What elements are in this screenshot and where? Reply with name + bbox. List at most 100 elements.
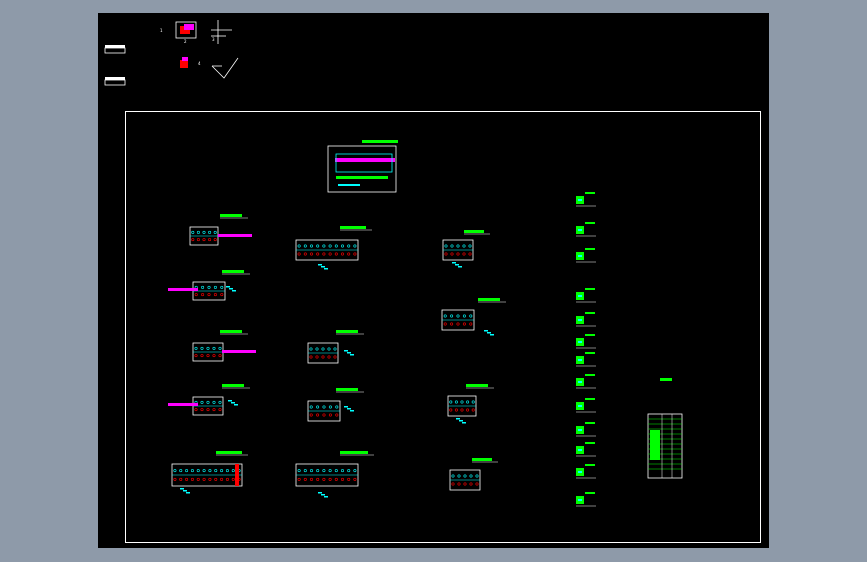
detail-a4-hole-alt [206,408,210,412]
detail-b2-hole [321,347,325,351]
detail-c1-hole [444,244,448,248]
detail-c2-dimension-mark [490,334,494,336]
detail-a5-hole [196,469,200,473]
stack-detail-5-title [585,312,595,314]
detail-c2-hole-alt [443,322,447,326]
detail-b3-dimension-mark [344,406,348,408]
detail-b4-hole-alt [340,477,344,481]
detail-a2-dimension-mark [232,290,236,292]
detail-b4-hole [303,469,307,473]
stack-detail-10-title [585,422,595,424]
detail-b3-hole-alt [316,413,320,417]
detail-a3-hole-alt [212,354,216,358]
detail-b1-dimension-mark [324,268,328,270]
detail-b1-dimension-mark [321,266,325,268]
detail-a2-hole-alt [220,293,224,297]
detail-b2-title-mark [336,330,358,333]
detail-c3-title-mark [466,384,488,387]
detail-b2-dimension-mark [344,350,348,352]
legend-bar-2 [105,77,125,80]
detail-b1-hole [328,244,332,248]
detail-a1-shaft [218,234,252,237]
detail-a1-hole-alt [208,238,212,242]
stack-detail-13-title [585,492,595,494]
detail-a5-hole-alt [225,477,229,481]
legend-box-1 [104,47,126,54]
detail-c4-hole [451,474,455,478]
detail-a5-hole-alt [220,477,224,481]
title-block-frame [327,145,397,193]
detail-b1-hole-alt [347,252,351,256]
detail-a5-hole-alt [190,477,194,481]
detail-a5-hole [179,469,183,473]
detail-b3-hole [316,405,320,409]
detail-a2-hole-alt [194,293,198,297]
detail-a5-hole-alt [173,477,177,481]
detail-b2-dimension-mark [350,354,354,356]
stack-detail-7-title [585,352,595,354]
detail-a4-dimension-mark [228,400,232,402]
detail-a2-title-mark [222,270,244,273]
detail-c4-hole-alt [463,482,467,486]
detail-c1-title-mark [464,230,484,233]
detail-b3-hole-alt [335,413,339,417]
stack-detail-9-title [585,398,595,400]
detail-a2-dimension-mark [226,286,230,288]
detail-a1-hole [196,230,200,234]
detail-c4-hole [463,474,467,478]
detail-a3-title-mark [220,330,242,333]
detail-b2-hole-alt [315,355,319,359]
detail-b4-hole [353,469,357,473]
stack-detail-1-title [585,192,595,194]
detail-b4-hole-alt [309,477,313,481]
detail-b4-hole-alt [322,477,326,481]
detail-a2-hole-alt [201,293,205,297]
stack-detail-11-feature [578,449,582,451]
detail-a2-hole [220,285,224,289]
detail-a5-hole [208,469,212,473]
detail-a5-hole [220,469,224,473]
detail-a5-hole [185,469,189,473]
stack-detail-2-feature [578,229,582,231]
detail-b1-title-mark [340,226,366,229]
stack-detail-12-title [585,464,595,466]
detail-a2-dimension-mark [229,288,233,290]
detail-b4-hole [328,469,332,473]
detail-a5-hole-alt [214,477,218,481]
detail-a4-shaft [168,403,198,406]
detail-b2-hole-alt [309,355,313,359]
detail-b2-hole [315,347,319,351]
title-block-footer [338,184,360,186]
detail-a4-hole-alt [200,408,204,412]
detail-b2-hole [309,347,313,351]
detail-c3-dimension-mark [456,418,460,420]
detail-c1-hole-alt [462,252,466,256]
detail-a3-hole-alt [218,354,222,358]
detail-b3-hole [328,405,332,409]
detail-b1-hole [297,244,301,248]
detail-c1-hole-alt [450,252,454,256]
detail-c3-dimension-mark [462,422,466,424]
detail-a3-hole [218,346,222,350]
parts-list-heading [660,378,672,381]
detail-c2-dimension-mark [484,330,488,332]
detail-a5-hole [190,469,194,473]
detail-b1-dimension-mark [318,264,322,266]
detail-a2-hole-alt [207,293,211,297]
detail-c3-hole-alt [460,408,464,412]
legend-mark-2: 2 [184,39,187,44]
detail-b4-hole-alt [334,477,338,481]
legend-magenta-symbol [184,24,194,30]
detail-a4-hole-alt [212,408,216,412]
detail-a2-hole-alt [213,293,217,297]
detail-c3-hole [449,400,453,404]
detail-a5-dimension-mark [180,488,184,490]
detail-a5-hole [202,469,206,473]
detail-a3-hole-alt [200,354,204,358]
detail-a5-hole-alt [208,477,212,481]
detail-b4-hole-alt [328,477,332,481]
detail-b4-hole-alt [353,477,357,481]
detail-b1-hole-alt [316,252,320,256]
detail-c1-hole-alt [444,252,448,256]
